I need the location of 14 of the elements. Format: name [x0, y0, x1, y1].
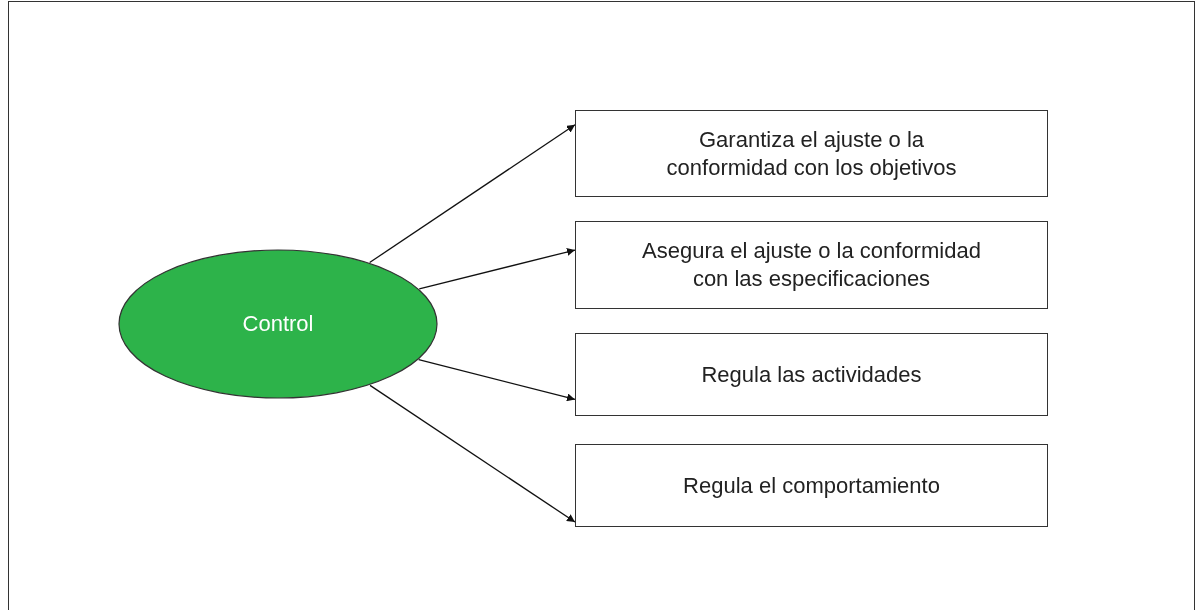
ellipse-node: [118, 249, 438, 399]
arrow: [369, 384, 576, 523]
process-box: [575, 333, 1048, 416]
node-label: Control: [242, 310, 314, 338]
arrow: [369, 124, 576, 264]
node-label: Garantiza el ajuste o la conformidad con los objetivos: [665, 125, 958, 182]
process-box: [575, 444, 1048, 527]
node-label: Regula el comportamiento: [683, 471, 940, 500]
process-box: [575, 221, 1048, 309]
node-label: Asegura el ajuste o la conformidad con las especificaciones: [641, 237, 982, 293]
node-label: Regula las actividades: [701, 360, 922, 389]
process-box: [575, 110, 1048, 197]
arrow: [418, 359, 576, 402]
arrow: [418, 248, 576, 290]
